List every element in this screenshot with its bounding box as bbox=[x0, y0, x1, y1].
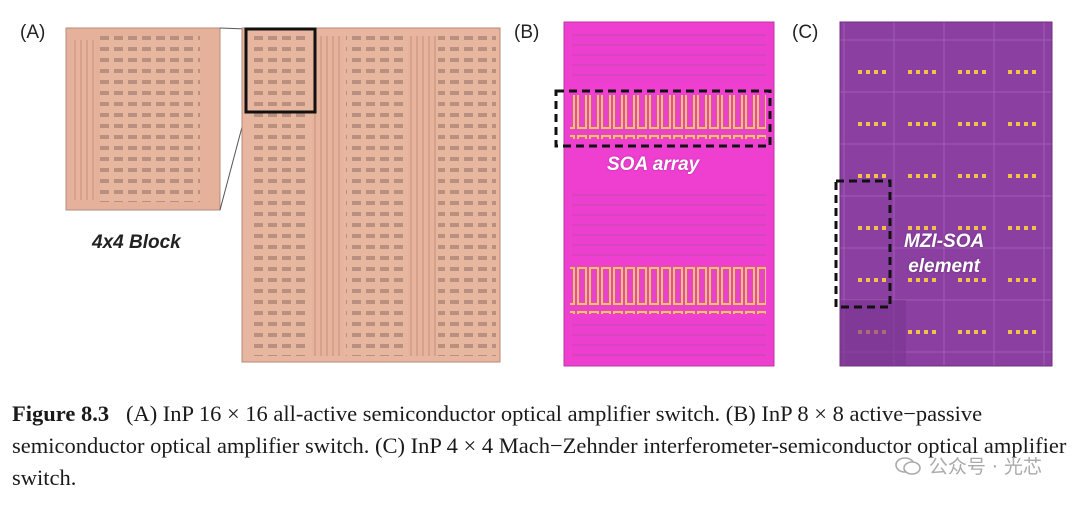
caption-text: (A) InP 16 × 16 all-active semiconductor… bbox=[12, 401, 1067, 490]
watermark-text: 公众号 · 光芯 bbox=[928, 456, 1042, 478]
panel-a-image bbox=[65, 27, 501, 363]
watermark: 公众号 · 光芯 bbox=[895, 452, 1042, 479]
mzi-soa-label-line1: MZI-SOA bbox=[904, 231, 985, 252]
panel-b-image bbox=[554, 21, 775, 367]
figure-number: Figure 8.3 bbox=[12, 401, 110, 426]
panel-c-image bbox=[834, 21, 1053, 367]
figure-caption: Figure 8.3 (A) InP 16 × 16 all-active se… bbox=[12, 398, 1072, 494]
panel-c-label: (C) bbox=[792, 22, 819, 43]
mzi-soa-label-line2: element bbox=[908, 255, 981, 277]
block-label: 4x4 Block bbox=[92, 232, 181, 253]
mzi-soa-label: MZI-SOA element bbox=[904, 230, 984, 279]
wechat-icon bbox=[895, 456, 921, 475]
panel-a-label: (A) bbox=[20, 22, 46, 43]
soa-array-label: SOA array bbox=[607, 154, 700, 175]
panel-b-label: (B) bbox=[514, 22, 540, 43]
